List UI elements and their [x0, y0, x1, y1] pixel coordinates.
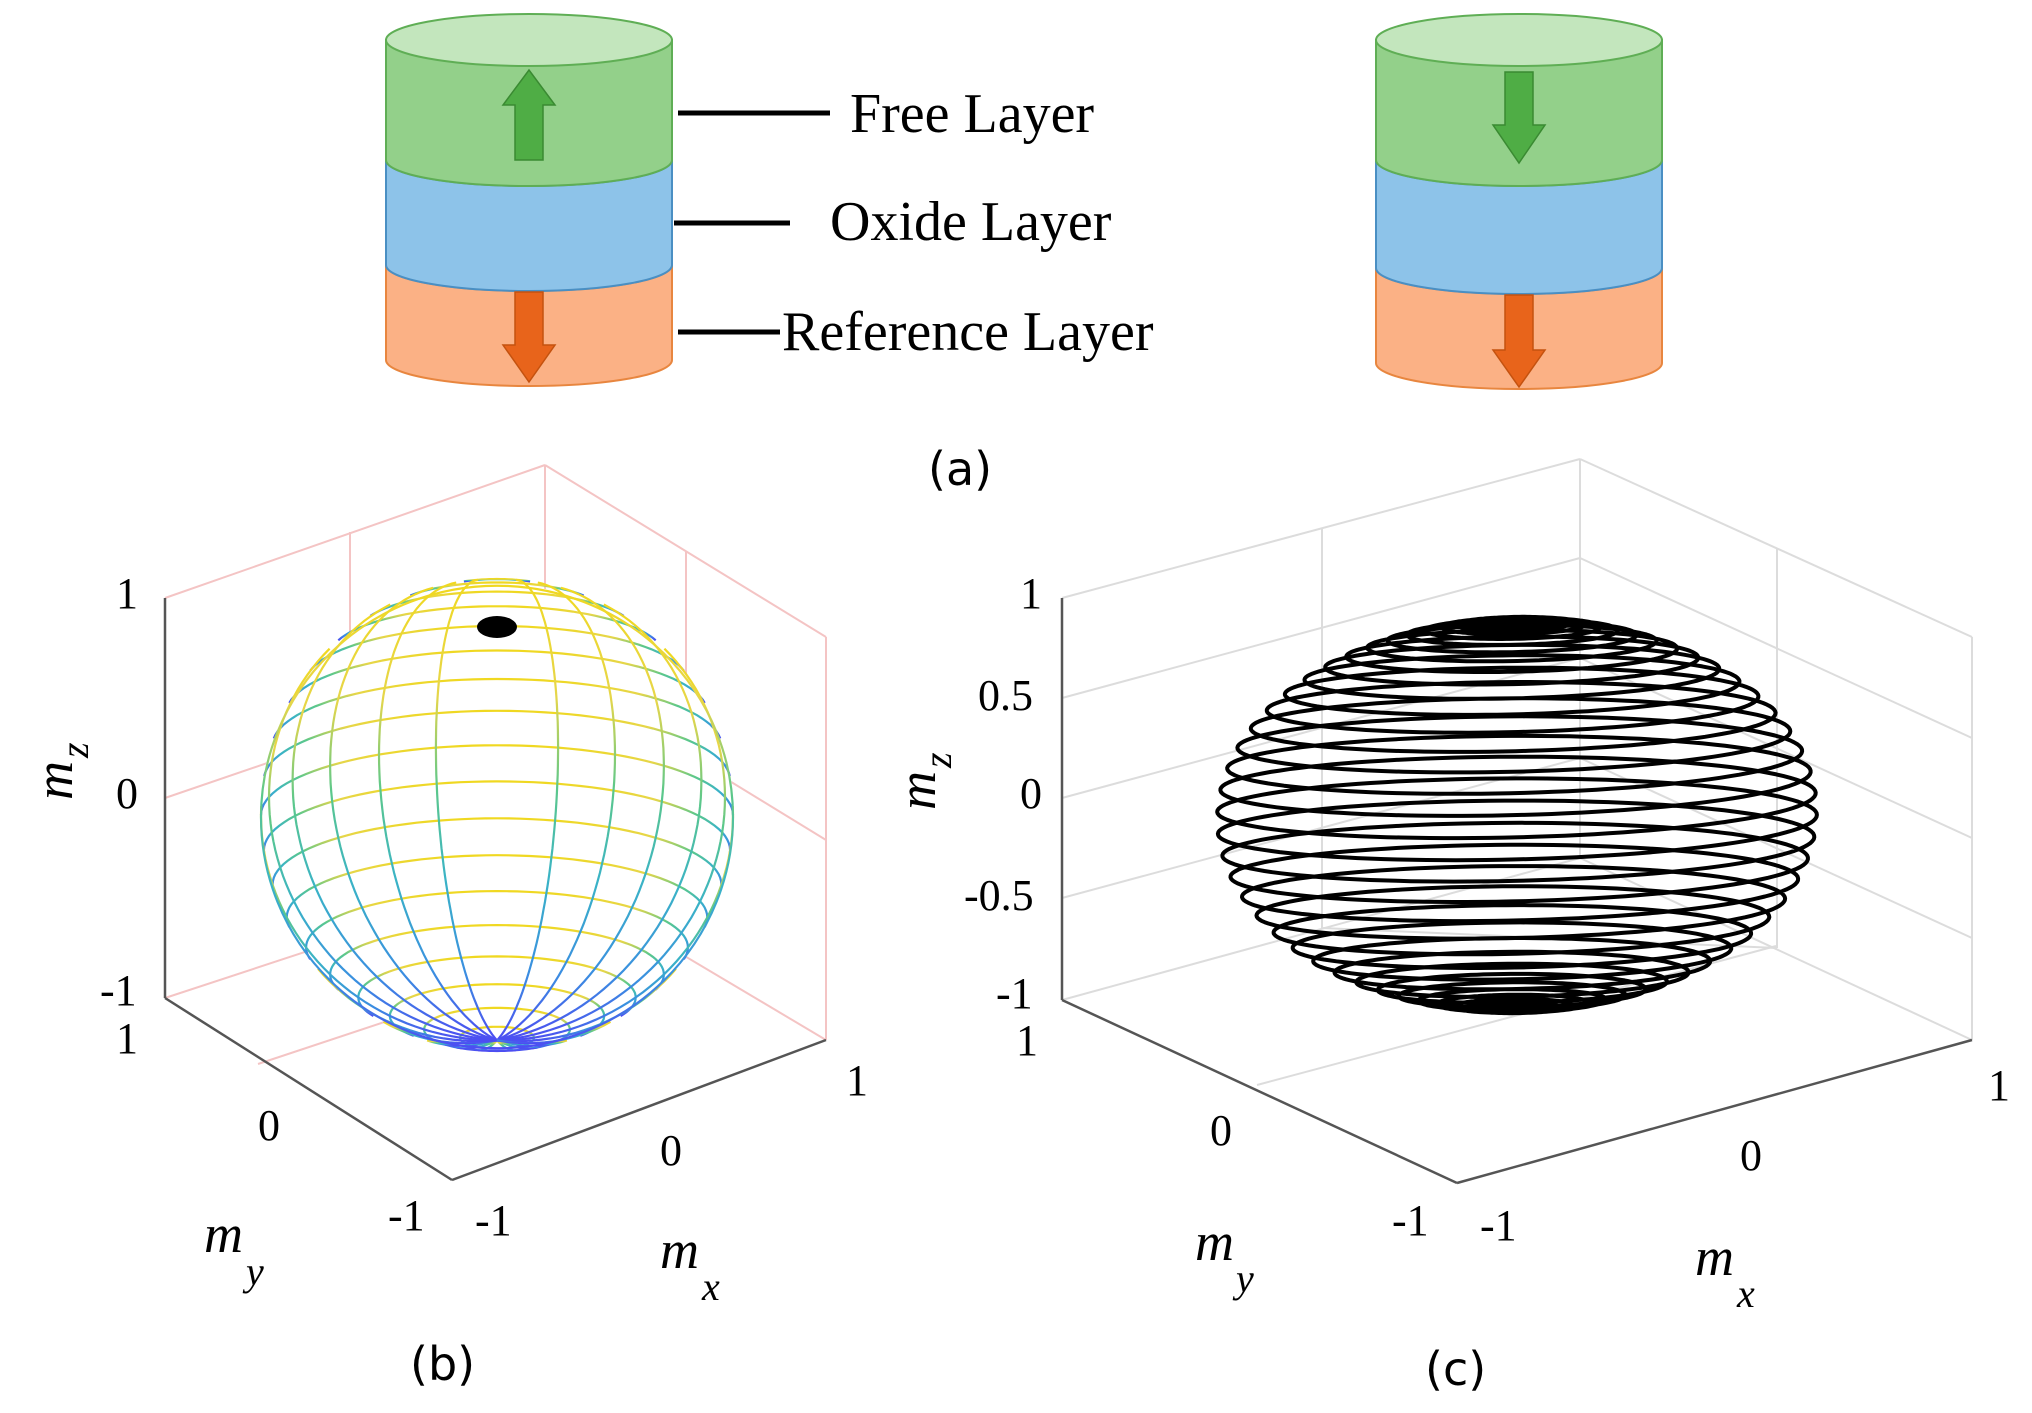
svg-text:m: m — [1195, 1212, 1234, 1272]
svg-text:m: m — [204, 1204, 243, 1264]
panel-b-sphere-plot: 1 0 -1 1 0 -1 -1 0 1 m z m y m x (b) — [24, 464, 868, 1391]
sphere-meridian-line — [496, 578, 560, 1042]
panel-c-x-tick-1: 1 — [1988, 1061, 2010, 1110]
panel-c-x-tick-minus1: -1 — [1480, 1201, 1517, 1250]
panel-b-z-tick-0: 0 — [116, 769, 138, 818]
panel-c-y-tick-minus1: -1 — [1392, 1196, 1429, 1245]
unit-sphere — [259, 577, 735, 1053]
caption-a: (a) — [928, 442, 992, 496]
panel-c-trajectory-plot: 1 0.5 0 -0.5 -1 1 0 -1 -1 0 1 m z m y m … — [887, 458, 2010, 1396]
svg-text:x: x — [701, 1264, 720, 1309]
svg-text:z: z — [915, 752, 960, 769]
caption-b: (b) — [410, 1337, 475, 1391]
sphere-meridian-line — [434, 578, 498, 1042]
panel-c-y-tick-0: 0 — [1210, 1106, 1232, 1155]
sphere-meridian-line — [496, 586, 666, 1042]
reference-layer-label: Reference Layer — [782, 301, 1154, 363]
panel-b-x-tick-minus1: -1 — [475, 1196, 512, 1245]
north-pole-dot — [477, 616, 517, 638]
sphere-outline — [259, 584, 735, 1050]
oxide-layer-label: Oxide Layer — [830, 191, 1112, 253]
panel-a-mtj-diagram: Free Layer Oxide Layer Reference Layer (… — [385, 13, 1663, 496]
panel-c-z-tick-minus05: -0.5 — [964, 871, 1034, 920]
sphere-meridian-line — [291, 603, 498, 1042]
panel-b-z-axis-label: m z — [24, 742, 97, 800]
panel-c-z-tick-minus1: -1 — [996, 969, 1033, 1018]
free-layer-left-top — [385, 13, 673, 67]
reference-arrow-down-icon-right — [1491, 294, 1547, 389]
panel-b-y-tick-minus1: -1 — [388, 1191, 425, 1240]
svg-text:x: x — [1736, 1271, 1755, 1316]
svg-text:z: z — [52, 742, 97, 759]
free-arrow-down-icon — [1491, 71, 1547, 165]
sphere-meridian-line — [496, 581, 617, 1042]
panel-c-x-axis-label: m x — [1695, 1227, 1755, 1316]
oxide-layer-left — [385, 159, 673, 292]
sphere-meridian-line — [328, 586, 498, 1042]
reference-arrow-down-icon — [501, 291, 557, 384]
oxide-layer-right — [1375, 159, 1663, 295]
panel-c-x-tick-0: 0 — [1740, 1131, 1762, 1180]
panel-b-axes — [163, 598, 827, 1182]
caption-c: (c) — [1425, 1342, 1486, 1396]
free-layer-label: Free Layer — [850, 83, 1094, 145]
panel-b-y-tick-1: 1 — [116, 1014, 138, 1063]
svg-text:m: m — [887, 771, 947, 810]
svg-text:y: y — [242, 1249, 264, 1294]
panel-b-x-tick-1: 1 — [846, 1056, 868, 1105]
panel-b-y-tick-0: 0 — [258, 1101, 280, 1150]
svg-text:y: y — [1232, 1256, 1254, 1301]
panel-c-y-tick-1: 1 — [1016, 1016, 1038, 1065]
svg-text:m: m — [660, 1220, 699, 1280]
panel-b-x-tick-0: 0 — [660, 1126, 682, 1175]
magnetization-trajectory — [1215, 614, 1819, 1016]
panel-c-z-axis-label: m z — [887, 752, 960, 810]
panel-b-x-axis-label: m x — [660, 1220, 720, 1309]
panel-c-z-tick-1: 1 — [1020, 569, 1042, 618]
sphere-meridian-line — [377, 581, 498, 1042]
svg-text:m: m — [24, 761, 84, 800]
svg-text:m: m — [1695, 1227, 1734, 1287]
sphere-meridian-line — [496, 603, 703, 1042]
panel-b-z-tick-minus1: -1 — [100, 966, 137, 1015]
free-arrow-up-icon — [501, 68, 557, 161]
panel-c-y-axis-label: m y — [1195, 1212, 1254, 1301]
free-layer-right-top — [1375, 13, 1663, 67]
panel-c-z-tick-05: 0.5 — [978, 671, 1033, 720]
panel-b-y-axis-label: m y — [204, 1204, 264, 1294]
panel-b-z-tick-1: 1 — [116, 569, 138, 618]
panel-c-z-tick-0: 0 — [1020, 769, 1042, 818]
mtj-stack-right — [1375, 13, 1663, 390]
mtj-stack-left — [385, 13, 673, 387]
panel-c-axes — [1060, 598, 1973, 1185]
